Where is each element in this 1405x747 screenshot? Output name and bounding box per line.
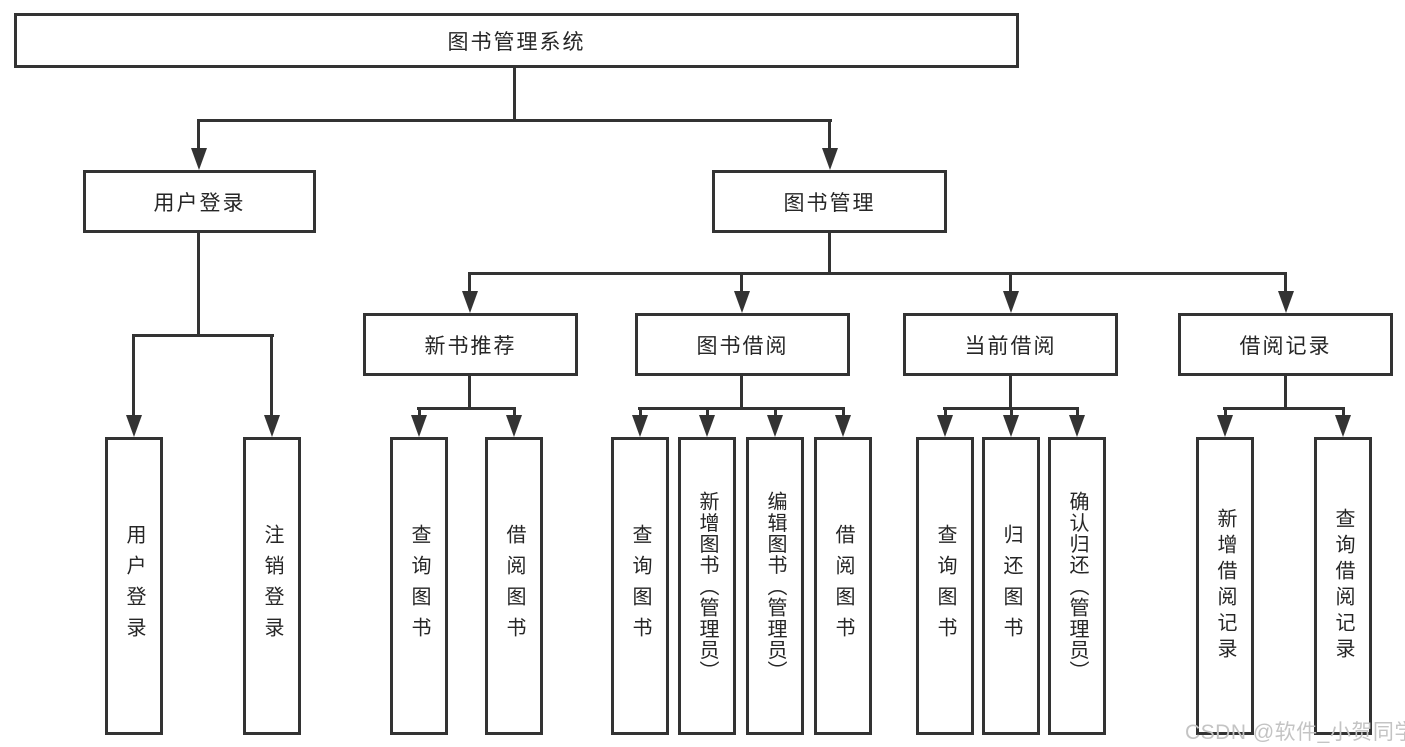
- connector-book-mgmt-stem: [828, 233, 831, 275]
- connector-bb-group-bar: [638, 407, 845, 410]
- csdn-watermark: CSDN @软件_小贺同学: [1185, 721, 1405, 744]
- node-root: 图书管理系统: [14, 13, 1019, 68]
- leaf-bb-query-book: 查询图书: [611, 437, 669, 735]
- arrowhead-bb-query: [632, 415, 648, 437]
- arrowhead-cb-return: [1003, 415, 1019, 437]
- leaf-cb-confirm-return-admin-label: 确认归还（管理员）: [1066, 490, 1088, 682]
- connector-cb-confirm-drop: [1076, 407, 1079, 417]
- connector-br-query-drop: [1342, 407, 1345, 417]
- connector-current-borrow-drop: [1009, 272, 1012, 292]
- leaf-cb-query-book-label: 查询图书: [934, 524, 956, 648]
- connector-book-borrow-drop: [740, 272, 743, 292]
- connector-new-book-rec-drop: [468, 272, 471, 292]
- node-new-book-rec: 新书推荐: [363, 313, 578, 376]
- leaf-rec-query-book: 查询图书: [390, 437, 448, 735]
- connector-borrow-record-drop: [1284, 272, 1287, 292]
- connector-login-drop: [132, 334, 135, 417]
- connector-rec-query-drop: [418, 407, 421, 417]
- leaf-logout-label: 注销登录: [261, 524, 283, 648]
- connector-user-group-bar: [132, 334, 274, 337]
- leaf-cb-confirm-return-admin: 确认归还（管理员）: [1048, 437, 1106, 735]
- leaf-br-query-record: 查询借阅记录: [1314, 437, 1372, 735]
- arrowhead-cb-query: [937, 415, 953, 437]
- connector-br-add-drop: [1224, 407, 1227, 417]
- arrowhead-user-login: [191, 148, 207, 170]
- connector-bb-group-stem: [740, 376, 743, 410]
- node-book-borrow-label: 图书借阅: [696, 334, 789, 358]
- arrowhead-book-mgmt: [822, 148, 838, 170]
- arrowhead-br-add: [1217, 415, 1233, 437]
- connector-cb-return-drop: [1010, 407, 1013, 417]
- node-current-borrow-label: 当前借阅: [964, 334, 1057, 358]
- leaf-br-add-record: 新增借阅记录: [1196, 437, 1254, 735]
- connector-bb-borrow-drop: [842, 407, 845, 417]
- leaf-bb-query-book-label: 查询图书: [629, 524, 651, 648]
- arrowhead-br-query: [1335, 415, 1351, 437]
- node-user-login-label: 用户登录: [153, 191, 246, 215]
- node-borrow-record: 借阅记录: [1178, 313, 1393, 376]
- leaf-bb-edit-book-admin: 编辑图书（管理员）: [746, 437, 804, 735]
- arrowhead-bb-borrow: [835, 415, 851, 437]
- connector-rec-group-stem: [468, 376, 471, 410]
- arrowhead-cb-confirm: [1069, 415, 1085, 437]
- leaf-bb-borrow-book-label: 借阅图书: [832, 524, 854, 648]
- node-new-book-rec-label: 新书推荐: [424, 334, 517, 358]
- leaf-rec-borrow-book: 借阅图书: [485, 437, 543, 735]
- arrowhead-rec-borrow: [506, 415, 522, 437]
- arrowhead-borrow-record: [1278, 291, 1294, 313]
- node-current-borrow: 当前借阅: [903, 313, 1118, 376]
- leaf-bb-add-book-admin-label: 新增图书（管理员）: [696, 490, 718, 682]
- node-book-borrow: 图书借阅: [635, 313, 850, 376]
- leaf-cb-return-book-label: 归还图书: [1000, 524, 1022, 648]
- connector-book-mgmt-drop: [828, 119, 831, 150]
- connector-level2-bar: [198, 119, 832, 122]
- leaf-bb-edit-book-admin-label: 编辑图书（管理员）: [764, 490, 786, 682]
- connector-root-stem: [513, 68, 516, 122]
- arrowhead-bb-add: [699, 415, 715, 437]
- connector-cb-group-stem: [1009, 376, 1012, 410]
- leaf-br-add-record-label: 新增借阅记录: [1214, 508, 1236, 664]
- connector-rec-borrow-drop: [513, 407, 516, 417]
- node-root-label: 图书管理系统: [447, 30, 586, 54]
- node-borrow-record-label: 借阅记录: [1239, 334, 1332, 358]
- connector-logout-drop: [270, 334, 273, 417]
- arrowhead-bb-edit: [767, 415, 783, 437]
- arrowhead-book-borrow: [734, 291, 750, 313]
- node-book-mgmt-label: 图书管理: [783, 191, 876, 215]
- leaf-login: 用户登录: [105, 437, 163, 735]
- arrowhead-rec-query: [411, 415, 427, 437]
- leaf-login-label: 用户登录: [123, 524, 145, 648]
- leaf-cb-query-book: 查询图书: [916, 437, 974, 735]
- connector-rec-group-bar: [417, 407, 516, 410]
- leaf-logout: 注销登录: [243, 437, 301, 735]
- node-book-mgmt: 图书管理: [712, 170, 947, 233]
- connector-br-group-stem: [1284, 376, 1287, 410]
- leaf-rec-query-book-label: 查询图书: [408, 524, 430, 648]
- arrowhead-current-borrow: [1003, 291, 1019, 313]
- arrowhead-logout: [264, 415, 280, 437]
- leaf-rec-borrow-book-label: 借阅图书: [503, 524, 525, 648]
- connector-bb-query-drop: [639, 407, 642, 417]
- connector-cb-query-drop: [944, 407, 947, 417]
- connector-br-group-bar: [1223, 407, 1345, 410]
- leaf-cb-return-book: 归还图书: [982, 437, 1040, 735]
- connector-user-login-stem: [197, 233, 200, 337]
- node-user-login: 用户登录: [83, 170, 316, 233]
- connector-level3-bar: [468, 272, 1287, 275]
- leaf-bb-add-book-admin: 新增图书（管理员）: [678, 437, 736, 735]
- connector-bb-add-drop: [706, 407, 709, 417]
- leaf-bb-borrow-book: 借阅图书: [814, 437, 872, 735]
- leaf-br-query-record-label: 查询借阅记录: [1332, 508, 1354, 664]
- connector-user-login-drop: [197, 119, 200, 150]
- arrowhead-new-book-rec: [462, 291, 478, 313]
- connector-bb-edit-drop: [774, 407, 777, 417]
- arrowhead-login: [126, 415, 142, 437]
